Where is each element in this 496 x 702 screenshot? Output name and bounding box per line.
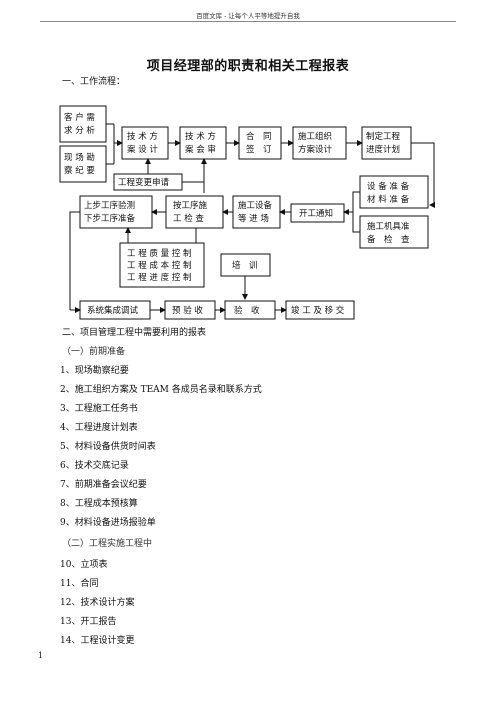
box-site-survey-line2: 察 纪 要	[64, 165, 95, 176]
list-item: 12、技术设计方案	[60, 598, 135, 608]
section-workflow-heading: 一、工作流程：	[62, 77, 126, 87]
box-equipment-arrival-line1: 施工设备	[238, 200, 273, 211]
subsection-implementation: （二）工程实施工程中	[62, 539, 153, 549]
box-tech-design-line1: 技 术 方	[127, 131, 158, 142]
box-construction-org-line1: 施工组织	[298, 131, 332, 142]
box-acceptance-label: 验 收	[234, 305, 260, 316]
box-training-label: 培 训	[232, 260, 258, 271]
list-item: 11、合同	[60, 579, 99, 589]
list-item: 14、工程设计变更	[60, 636, 135, 646]
page-number: 1	[38, 651, 44, 660]
section-reports-heading: 二、项目管理工程中需要利用的报表	[62, 328, 207, 338]
document-title: 项目经理部的职责和相关工程报表	[146, 59, 350, 74]
box-tech-design-line2: 案 设 计	[127, 144, 158, 155]
box-contract-line2: 签 订	[246, 144, 272, 155]
page-header: 百度文库 - 让每个人平等地提升自我	[196, 12, 300, 20]
box-tech-meeting-line1: 技 术 方	[185, 131, 216, 142]
box-equipment-prep-line2: 材 料 准 备	[367, 194, 410, 205]
box-pre-acceptance-label: 预 验 收	[172, 305, 203, 316]
list-item: 8、工程成本预核算	[60, 499, 138, 509]
box-tech-meeting-line2: 案 会 审	[185, 144, 216, 155]
box-controls-line2: 工 程 成 本 控 制	[127, 260, 192, 271]
box-change-request-label: 工程变更申请	[118, 177, 170, 188]
box-equipment-prep-line1: 设 备 准 备	[367, 181, 410, 192]
box-customer-needs	[59, 105, 107, 143]
box-system-debug-label: 系统集成调试	[87, 305, 139, 316]
box-process-check-line2: 工 检 查	[173, 213, 204, 224]
list-item: 1、现场勘察纪要	[60, 366, 129, 376]
box-equipment-arrival-line2: 等 进 场	[238, 213, 269, 224]
box-site-survey	[59, 145, 107, 183]
list-item: 5、材料设备供货时间表	[60, 442, 156, 452]
box-start-notice-label: 开工通知	[299, 208, 333, 219]
box-customer-needs-line2: 求 分 析	[64, 125, 95, 136]
box-machinery-prep-line1: 施工机具准	[367, 221, 410, 232]
list-item: 3、工程施工任务书	[60, 404, 138, 414]
box-handover-label: 竣 工 及 移 交	[291, 305, 345, 316]
box-schedule-plan-line2: 进度计划	[366, 144, 400, 155]
box-controls	[119, 242, 205, 288]
box-controls-line3: 工 程 进 度 控 制	[127, 272, 192, 283]
box-construction-org-line2: 方案设计	[298, 144, 333, 155]
list-item: 2、施工组织方案及 TEAM 各成员名录和联系方式	[60, 385, 262, 395]
subsection-preparation: （一）前期准备	[62, 347, 126, 357]
list-item: 9、材料设备进场报验单	[60, 518, 156, 528]
box-machinery-prep-line2: 备 检 查	[367, 234, 410, 245]
header-rule	[40, 21, 456, 22]
box-controls-line1: 工 程 质 量 控 制	[127, 248, 192, 259]
list-item: 4、工程进度计划表	[60, 423, 138, 433]
box-step-acceptance-line2: 下步工序准备	[84, 213, 136, 224]
workflow-diagram: 客 户 需 求 分 析 现 场 勘 察 纪 要 技 术 方 案 设 计 技 术 …	[59, 105, 435, 320]
box-start-notice	[290, 203, 345, 223]
list-item: 6、技术交底记录	[60, 461, 129, 471]
list-item: 7、前期准备会议纪要	[60, 480, 147, 490]
box-contract-line1: 合 同	[246, 131, 272, 142]
box-process-check-line1: 按工序施	[173, 200, 208, 211]
list-item: 10、立项表	[60, 560, 108, 570]
box-schedule-plan-line1: 制定工程	[366, 131, 401, 142]
box-step-acceptance-line1: 上步工序验测	[84, 200, 135, 211]
list-item: 13、开工报告	[60, 617, 117, 627]
box-customer-needs-line1: 客 户 需	[64, 112, 95, 123]
box-site-survey-line1: 现 场 勘	[64, 152, 95, 163]
